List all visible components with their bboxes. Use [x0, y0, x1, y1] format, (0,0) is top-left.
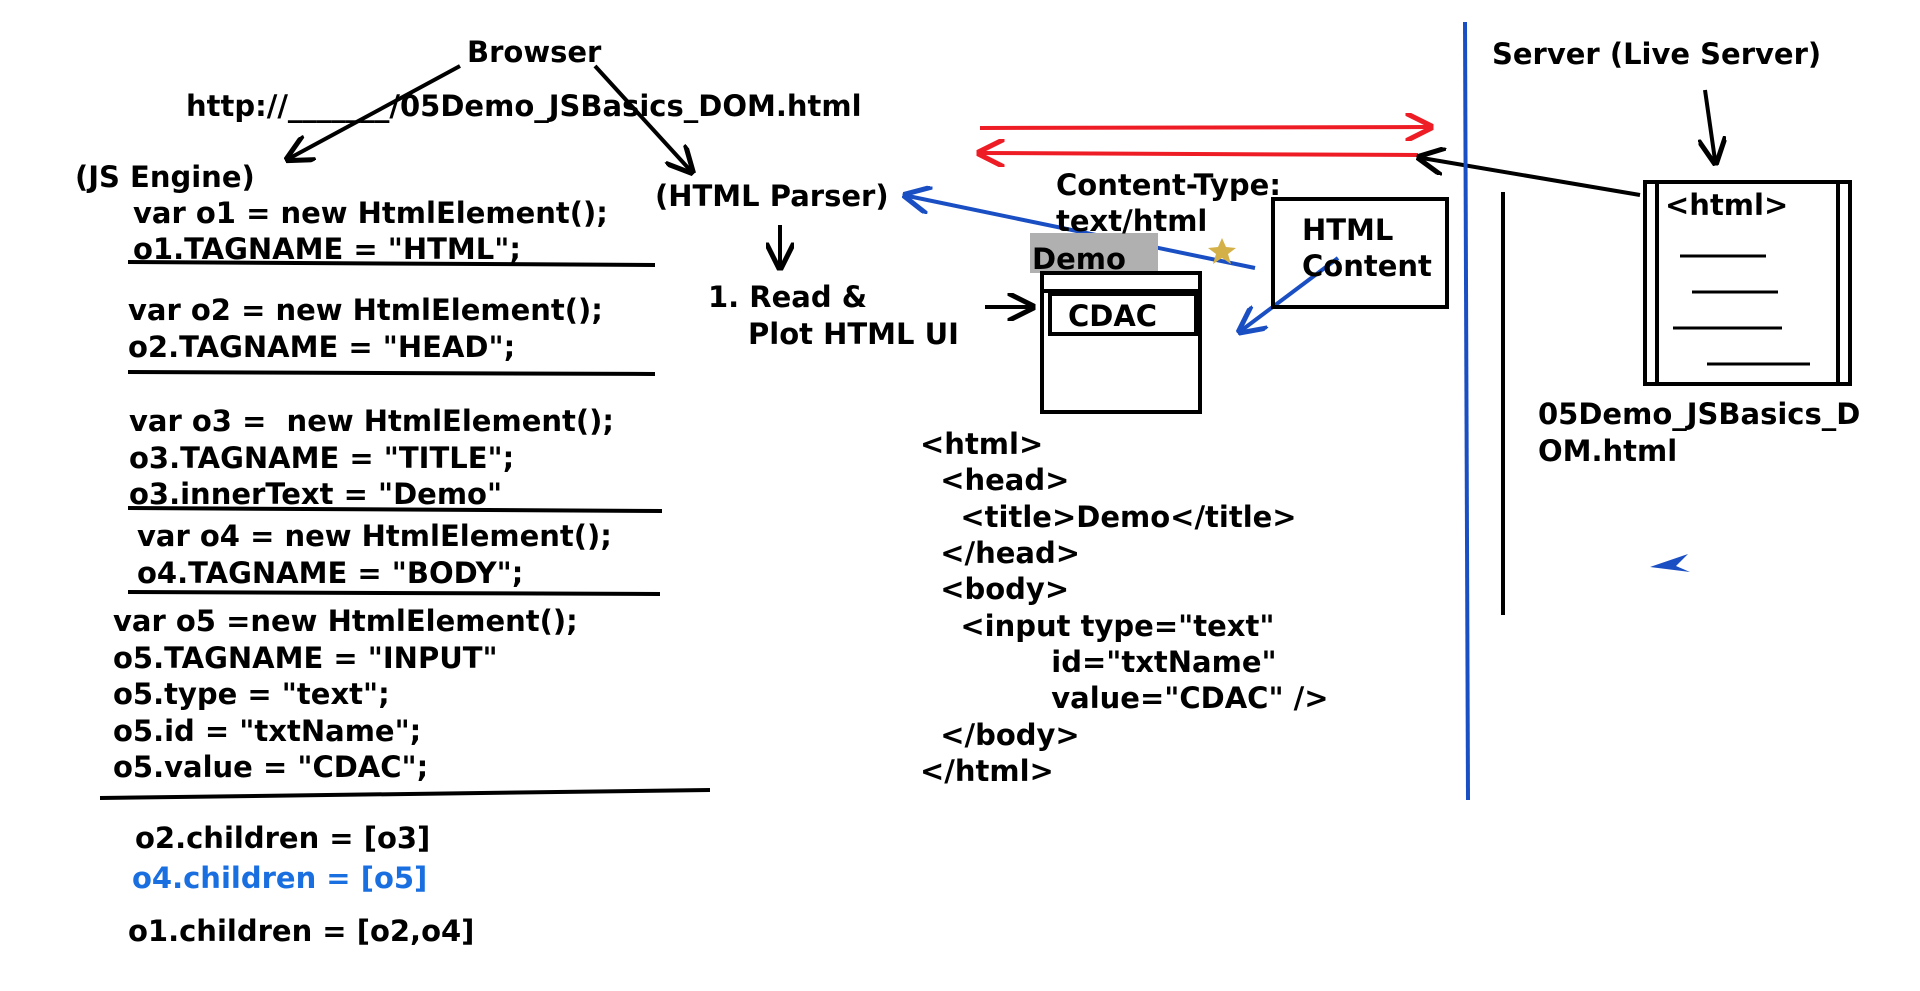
server-file-tag: <html>	[1665, 188, 1789, 222]
html-source-line-6: <input type="text"	[920, 609, 1275, 643]
html-source-line-1: <html>	[920, 427, 1044, 461]
code-o3-decl: var o3 = new HtmlElement();	[129, 404, 614, 438]
arrow-server-to-file	[1705, 89, 1715, 160]
code-o3-text: o3.innerText = "Demo"	[129, 477, 503, 511]
window-title-text: Demo	[1032, 242, 1126, 276]
arrow-content-to-ui	[1242, 256, 1340, 330]
server-file-name-1: 05Demo_JSBasics_D	[1538, 397, 1861, 431]
window-title-bar	[1030, 233, 1158, 273]
code-o5-type: o5.type = "text";	[113, 677, 390, 711]
code-o2-decl: var o2 = new HtmlElement();	[128, 293, 603, 327]
html-content-line-2: Content	[1302, 249, 1432, 283]
separator-5	[99, 788, 711, 800]
separator-3	[127, 506, 663, 513]
textbox-value: CDAC	[1068, 299, 1158, 333]
html-content-line-1: HTML	[1302, 213, 1394, 247]
url-label: http://_______/05Demo_JSBasics_DOM.html	[186, 89, 862, 123]
code-o1-children: o1.children = [o2,o4]	[128, 914, 475, 948]
html-content-box	[1271, 197, 1449, 309]
code-o1-decl: var o1 = new HtmlElement();	[133, 196, 608, 230]
server-file-outer	[1643, 180, 1852, 386]
html-source-line-3: <title>Demo</title>	[920, 500, 1297, 534]
html-source-line-2: <head>	[920, 463, 1070, 497]
step-line-1: 1. Read &	[708, 280, 868, 314]
content-type-value: text/html	[1056, 204, 1208, 238]
html-source-line-10: </html>	[920, 754, 1054, 788]
client-server-divider	[1463, 21, 1470, 801]
rendered-textbox	[1048, 292, 1198, 336]
code-o4-tag: o4.TAGNAME = "BODY";	[137, 556, 524, 590]
html-source-line-9: </body>	[920, 718, 1080, 752]
separator-1	[127, 260, 656, 267]
code-o1-tag: o1.TAGNAME = "HTML";	[133, 232, 521, 266]
html-parser-label: (HTML Parser)	[655, 179, 889, 213]
code-o5-value: o5.value = "CDAC";	[113, 750, 429, 784]
server-file-name-2: OM.html	[1538, 434, 1678, 468]
code-o4-children: o4.children = [o5]	[132, 861, 428, 895]
content-type-label: Content-Type:	[1056, 168, 1281, 202]
code-o2-children: o2.children = [o3]	[135, 821, 431, 855]
rendered-title-strip	[1040, 271, 1202, 293]
html-source-line-5: <body>	[920, 572, 1070, 606]
arrow-content-to-parser	[908, 196, 1256, 270]
code-o2-tag: o2.TAGNAME = "HEAD";	[128, 330, 516, 364]
separator-2	[127, 370, 656, 376]
step-line-2: Plot HTML UI	[748, 317, 959, 351]
html-source-line-8: value="CDAC" />	[920, 681, 1329, 715]
html-source-line-7: id="txtName"	[920, 645, 1277, 679]
html-source-line-4: </head>	[920, 536, 1081, 570]
cursor-icon	[1650, 554, 1690, 572]
request-arrow	[979, 127, 1428, 128]
server-label: Server (Live Server)	[1492, 37, 1822, 71]
code-o5-id: o5.id = "txtName";	[113, 714, 422, 748]
separator-4	[127, 590, 661, 596]
js-engine-label: (JS Engine)	[75, 160, 255, 194]
code-o5-tag: o5.TAGNAME = "INPUT"	[113, 641, 498, 675]
code-o3-tag: o3.TAGNAME = "TITLE";	[129, 441, 515, 475]
arrow-file-to-response	[1422, 158, 1641, 197]
star-icon	[1208, 238, 1236, 264]
arrow-browser-to-js-engine	[290, 64, 461, 158]
arrow-browser-to-html-parser	[593, 64, 690, 170]
code-o5-decl: var o5 =new HtmlElement();	[113, 604, 578, 638]
browser-label: Browser	[467, 35, 602, 69]
code-o4-decl: var o4 = new HtmlElement();	[137, 519, 612, 553]
response-arrow	[982, 153, 1419, 155]
